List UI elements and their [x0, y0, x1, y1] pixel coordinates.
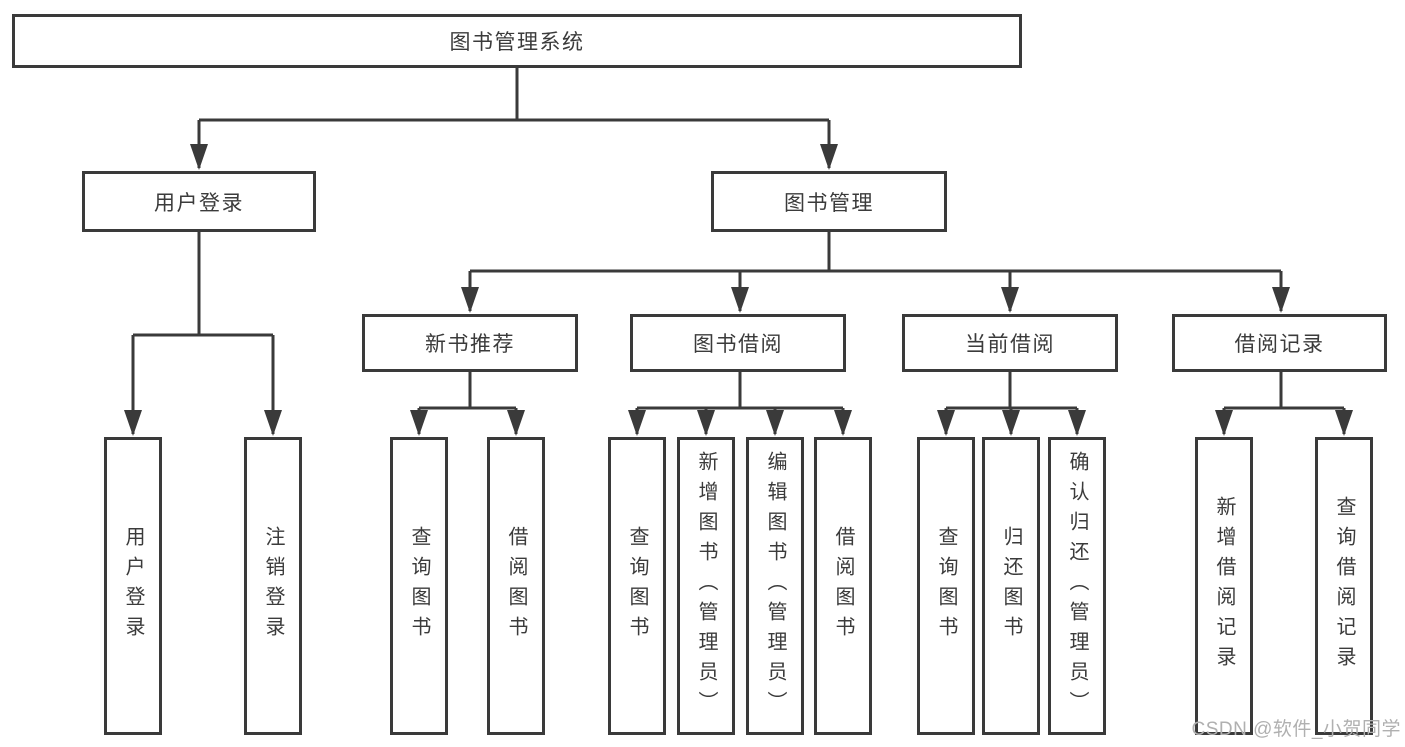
leaf-user-login: 用户登录	[104, 437, 162, 735]
leaf-borrow-books: 借阅图书	[814, 437, 872, 735]
leaf-add-books-admin: 新增图书（管理员）	[677, 437, 735, 735]
leaf-add-borrow-record: 新增借阅记录	[1195, 437, 1253, 735]
leaf-query-books-borrow: 查询图书	[608, 437, 666, 735]
node-library-management-system: 图书管理系统	[12, 14, 1022, 68]
leaf-query-borrow-record: 查询借阅记录	[1315, 437, 1373, 735]
leaf-query-books-current: 查询图书	[917, 437, 975, 735]
node-book-management: 图书管理	[711, 171, 947, 232]
csdn-watermark: CSDN @软件_小贺同学	[1191, 719, 1401, 740]
node-current-borrow: 当前借阅	[902, 314, 1118, 372]
leaf-borrow-books-recommend: 借阅图书	[487, 437, 545, 735]
leaf-return-books: 归还图书	[982, 437, 1040, 735]
leaf-query-books-recommend: 查询图书	[390, 437, 448, 735]
node-new-book-recommend: 新书推荐	[362, 314, 578, 372]
node-book-borrow: 图书借阅	[630, 314, 846, 372]
leaf-confirm-return-admin: 确认归还（管理员）	[1048, 437, 1106, 735]
leaf-logout: 注销登录	[244, 437, 302, 735]
node-user-login: 用户登录	[82, 171, 316, 232]
leaf-edit-books-admin: 编辑图书（管理员）	[746, 437, 804, 735]
node-borrow-records: 借阅记录	[1172, 314, 1387, 372]
